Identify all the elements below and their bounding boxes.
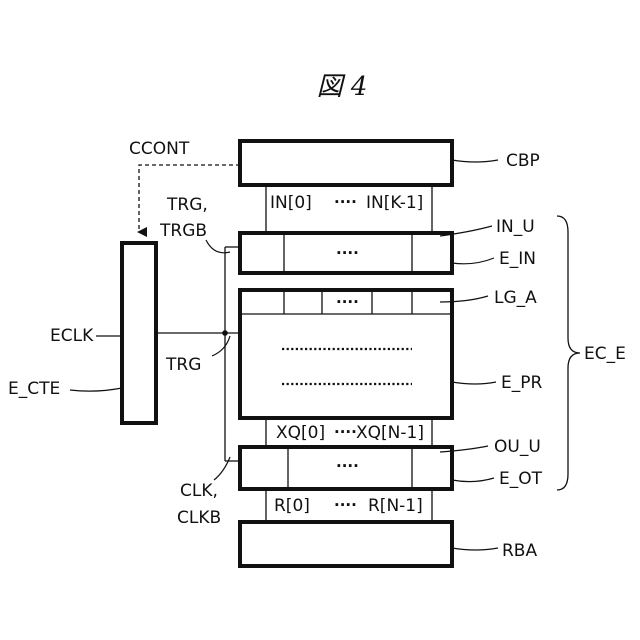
clk-clkb-label-1: CLK,	[180, 481, 218, 501]
e-cte-block	[122, 243, 156, 423]
in-k1-label: IN[K-1]	[366, 193, 423, 213]
r-n1-label: R[N-1]	[368, 496, 423, 516]
e-pr-label: E_PR	[501, 373, 542, 393]
e-in-label: E_IN	[499, 249, 536, 269]
e-cte-label: E_CTE	[8, 379, 60, 399]
trg-junction-dot	[222, 330, 228, 336]
xq-0-label: XQ[0]	[276, 423, 325, 443]
xq-n1-label: XQ[N-1]	[356, 423, 424, 443]
trg-label: TRG	[165, 355, 201, 375]
ccont-label: CCONT	[129, 139, 190, 159]
ec-e-label: EC_E	[584, 344, 626, 364]
in-0-label: IN[0]	[270, 193, 312, 213]
e-ot-ellipsis: ····	[336, 457, 359, 475]
cbp-block	[240, 141, 452, 185]
in-u-label: IN_U	[496, 217, 535, 237]
r-0-label: R[0]	[274, 496, 310, 516]
ou-u-label: OU_U	[494, 437, 541, 457]
lg-a-ellipsis: ····	[336, 293, 359, 311]
e-cte-leader	[70, 388, 122, 391]
eclk-label: ECLK	[50, 326, 94, 346]
xq-ellipsis: ····	[334, 423, 357, 441]
lg-a-label: LG_A	[494, 288, 537, 308]
e-in-ellipsis: ····	[336, 244, 359, 262]
rba-leader	[452, 548, 498, 550]
lg-a-leader	[440, 296, 488, 302]
rba-block	[240, 522, 452, 566]
in-ellipsis: ····	[334, 193, 357, 211]
trg-leader	[212, 336, 230, 356]
rba-label: RBA	[502, 541, 537, 561]
clk-clkb-label-2: CLKB	[177, 508, 221, 528]
cbp-leader	[452, 160, 498, 162]
trg-trgb-label-1: TRG,	[166, 195, 208, 215]
ec-e-brace	[557, 216, 580, 490]
trg-trgb-label-2: TRGB	[159, 221, 207, 241]
r-ellipsis: ····	[334, 496, 357, 514]
e-ot-label: E_OT	[499, 469, 543, 489]
e-in-leader	[452, 258, 494, 264]
cbp-label: CBP	[506, 151, 540, 171]
figure-title: 図 4	[317, 72, 368, 102]
e-pr-leader	[452, 382, 496, 384]
e-ot-leader	[452, 478, 494, 482]
